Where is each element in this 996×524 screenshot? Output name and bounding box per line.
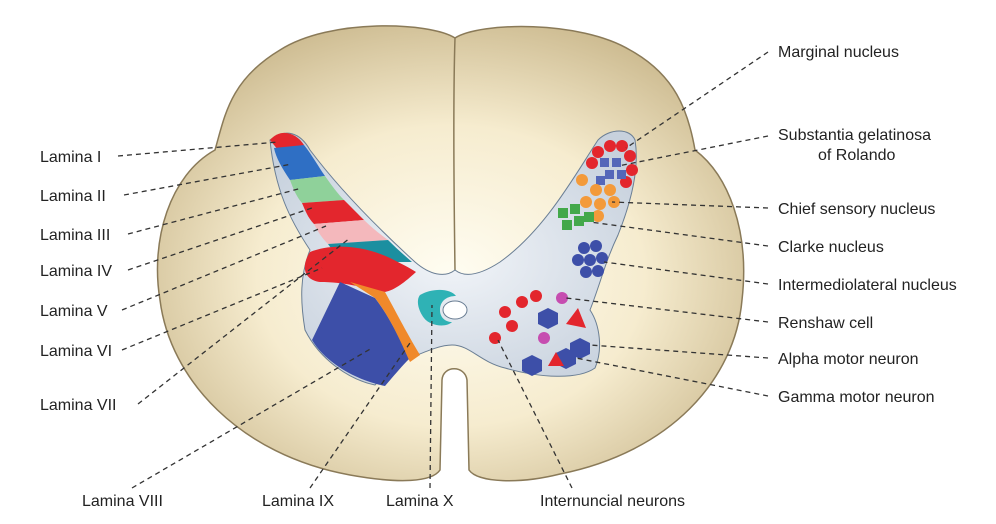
leader-clarke bbox=[589, 221, 769, 247]
lamina-4-region bbox=[302, 200, 364, 224]
clarke-nucleus-cells bbox=[558, 204, 594, 230]
lamina-7-region bbox=[304, 246, 416, 292]
label-lamina-1: Lamina I bbox=[40, 149, 101, 166]
marginal-nucleus-cells bbox=[586, 140, 638, 188]
leader-gamma bbox=[575, 357, 769, 397]
white-matter bbox=[156, 25, 745, 482]
gamma-motor-neuron-cells bbox=[548, 308, 586, 366]
label-substantia-line-1: Substantia gelatinosa bbox=[778, 127, 931, 144]
lamina-10-region bbox=[417, 289, 456, 326]
label-lamina-7: Lamina VII bbox=[40, 397, 116, 414]
leader-alpha bbox=[589, 344, 769, 359]
label-lamina-2: Lamina II bbox=[40, 188, 106, 205]
label-alpha: Alpha motor neuron bbox=[778, 351, 919, 368]
lamina-3-region bbox=[290, 176, 344, 203]
label-lamina-3: Lamina III bbox=[40, 227, 110, 244]
intermediolateral-nucleus-cells bbox=[572, 240, 608, 278]
lamina-8-region bbox=[312, 282, 410, 386]
leader-intermediolateral bbox=[603, 261, 769, 285]
leader-internuncial bbox=[497, 339, 573, 489]
leader-lamina-8 bbox=[131, 347, 373, 489]
label-marginal: Marginal nucleus bbox=[778, 44, 899, 61]
label-renshaw: Renshaw cell bbox=[778, 315, 873, 332]
leader-renshaw bbox=[565, 297, 769, 323]
internuncial-neuron-cells bbox=[489, 290, 542, 344]
label-internuncial: Internuncial neurons bbox=[540, 493, 685, 510]
label-lamina-5: Lamina V bbox=[40, 303, 108, 320]
alpha-motor-neuron-cells bbox=[522, 308, 590, 376]
leader-lamina-2 bbox=[123, 163, 293, 196]
label-chief-sensory: Chief sensory nucleus bbox=[778, 201, 935, 218]
lamina-5-region bbox=[314, 220, 388, 244]
label-intermediolateral: Intermediolateral nucleus bbox=[778, 277, 957, 294]
leader-chief-sensory bbox=[611, 201, 769, 209]
label-gamma: Gamma motor neuron bbox=[778, 389, 935, 406]
leader-lamina-3 bbox=[127, 187, 303, 235]
label-lamina-4: Lamina IV bbox=[40, 263, 112, 280]
label-lamina-9: Lamina IX bbox=[262, 493, 334, 510]
label-lamina-8: Lamina VIII bbox=[82, 493, 163, 510]
label-clarke: Clarke nucleus bbox=[778, 239, 884, 256]
label-lamina-6: Lamina VI bbox=[40, 343, 112, 360]
label-substantia-line-2: of Rolando bbox=[818, 147, 895, 164]
leader-lamina-9 bbox=[309, 339, 413, 489]
posterior-median-septum bbox=[453, 37, 456, 271]
leader-substantia bbox=[617, 135, 769, 167]
leader-marginal bbox=[625, 51, 769, 149]
leader-lamina-6 bbox=[121, 267, 323, 351]
lamina-9-region bbox=[350, 282, 420, 362]
renshaw-cells bbox=[538, 292, 568, 344]
label-lamina-10: Lamina X bbox=[386, 493, 454, 510]
leader-lamina-5 bbox=[121, 225, 327, 311]
substantia-gelatinosa-cells bbox=[596, 158, 626, 185]
lamina-2-region bbox=[274, 145, 325, 180]
leader-lamina-10 bbox=[429, 304, 433, 489]
central-canal bbox=[442, 300, 468, 320]
